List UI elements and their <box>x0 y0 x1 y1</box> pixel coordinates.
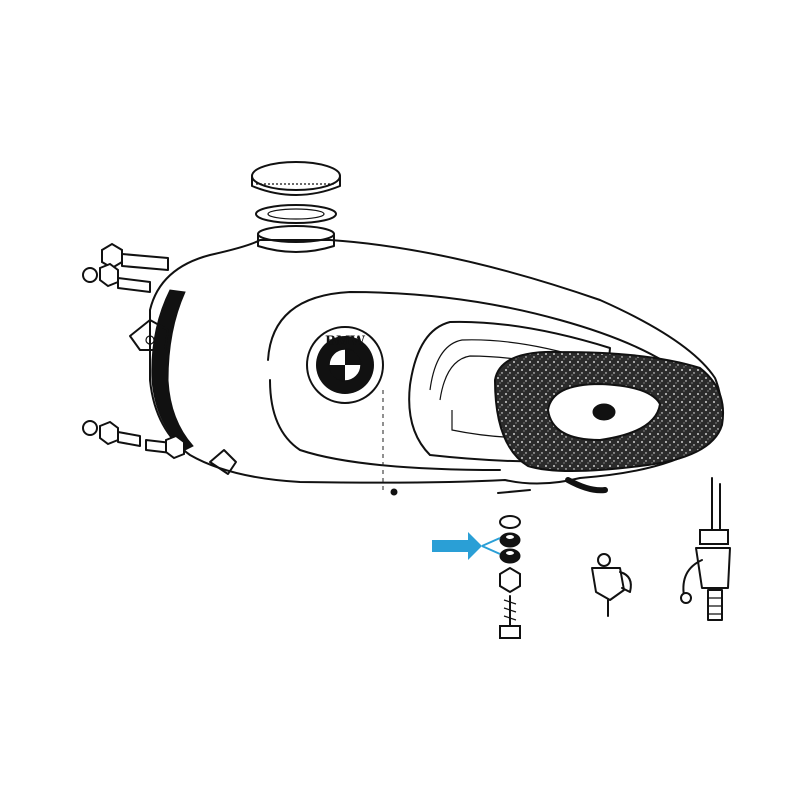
bmw-badge-lettering: BMW <box>325 334 365 349</box>
knee-pad <box>493 350 724 472</box>
filler-neck <box>257 225 335 253</box>
front-lower-mounting-bolts <box>82 420 185 460</box>
pointer-arrow <box>432 532 501 560</box>
rear-mounting-stack <box>499 515 521 639</box>
bmw-badge: BMW <box>306 326 384 404</box>
filler-cap-gasket <box>255 204 337 224</box>
fuel-tap-small <box>591 553 632 617</box>
front-upper-mounting-bolts <box>82 242 169 293</box>
filler-cap <box>251 161 341 196</box>
fuel-tap-large <box>680 477 731 621</box>
